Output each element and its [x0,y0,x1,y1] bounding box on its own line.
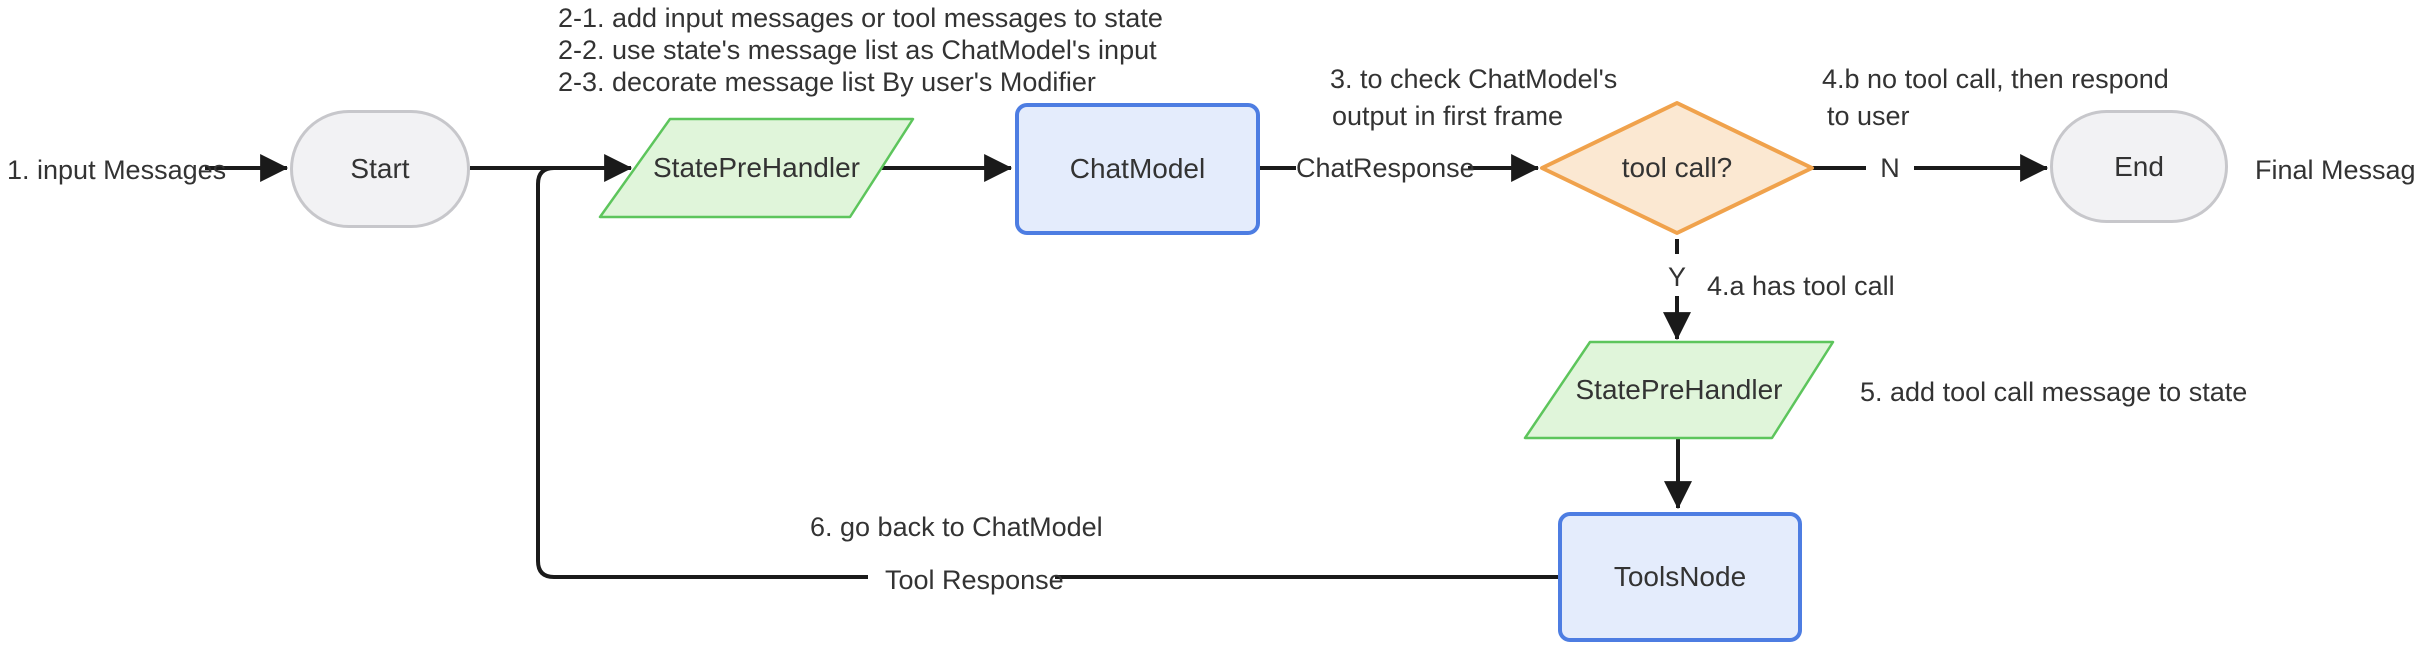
note-step4b-block: 4.b no tool call, then respond to user [1822,61,2169,135]
note-step2-line3: 2-3. decorate message list By user's Mod… [558,67,1096,97]
note-step3-block: 3. to check ChatModel's output in first … [1330,61,1618,135]
state-pre-handler-1-shape [598,117,915,219]
tools-node-label: ToolsNode [1613,561,1747,592]
chat-model-node-label: ChatModel [1069,153,1206,184]
start-node: Start [290,110,470,228]
note-step4a: 4.a has tool call [1707,271,1895,301]
note-step5: 5. add tool call message to state [1860,377,2248,407]
note-step3-line1: 3. to check ChatModel's [1330,64,1618,94]
chat-model-node: ChatModel [1015,103,1260,235]
note-step2-block: 2-1. add input messages or tool messages… [558,2,1163,98]
edge-label-no: N [1880,153,1900,183]
edge-label-yes: Y [1667,262,1686,292]
note-step3-line2: output in first frame [1331,101,1564,131]
note-step4b-line1: 4.b no tool call, then respond [1822,64,2169,94]
edge-label-chat-response: ChatResponse [1296,153,1475,183]
end-node-label: End [2114,150,2164,182]
note-final-message: Final Message [2255,155,2416,185]
tool-call-decision-shape [1540,101,1814,235]
note-step6: 6. go back to ChatModel [810,512,1103,542]
tools-node: ToolsNode [1558,512,1802,642]
edge-toolsNode-return-left [536,166,868,579]
note-step4b-line2: to user [1827,101,1910,131]
note-step2-line2: 2-2. use state's message list as ChatMod… [558,35,1157,65]
edge-label-tool-response: Tool Response [885,565,1064,595]
note-step1: 1. input Messages [7,155,227,185]
end-node: End [2050,110,2228,223]
start-node-label: Start [350,153,410,184]
note-step2-line1: 2-1. add input messages or tool messages… [558,3,1163,33]
state-pre-handler-2-shape [1523,340,1835,440]
